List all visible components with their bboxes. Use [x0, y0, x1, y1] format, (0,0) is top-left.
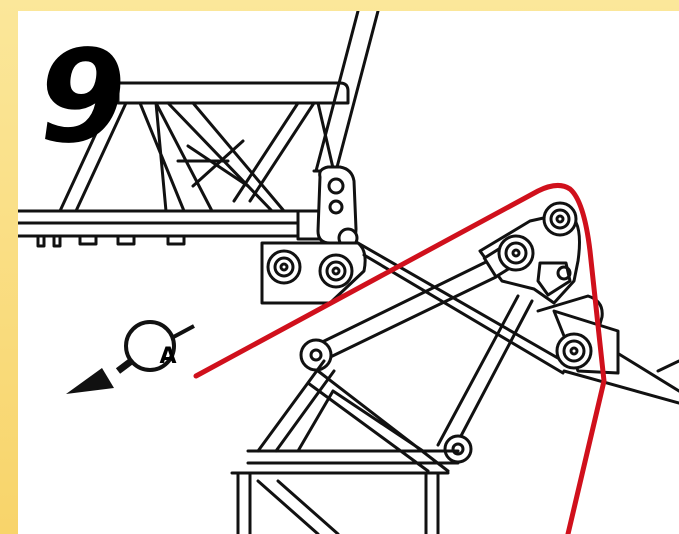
- truss-top-chord: [116, 81, 350, 105]
- mast-tube: [314, 11, 380, 173]
- red-cable: [193, 183, 607, 534]
- callout-label: A: [159, 344, 177, 369]
- link-rod-left: [312, 259, 498, 365]
- lower-frame: [256, 359, 450, 473]
- link-rod-right: [436, 294, 534, 455]
- instruction-panel: 9 A: [18, 11, 679, 534]
- step-number: 9: [27, 23, 134, 172]
- callout-circle: [124, 320, 176, 372]
- assembly-diagram: [18, 11, 679, 534]
- truss-diagonals: [58, 101, 338, 213]
